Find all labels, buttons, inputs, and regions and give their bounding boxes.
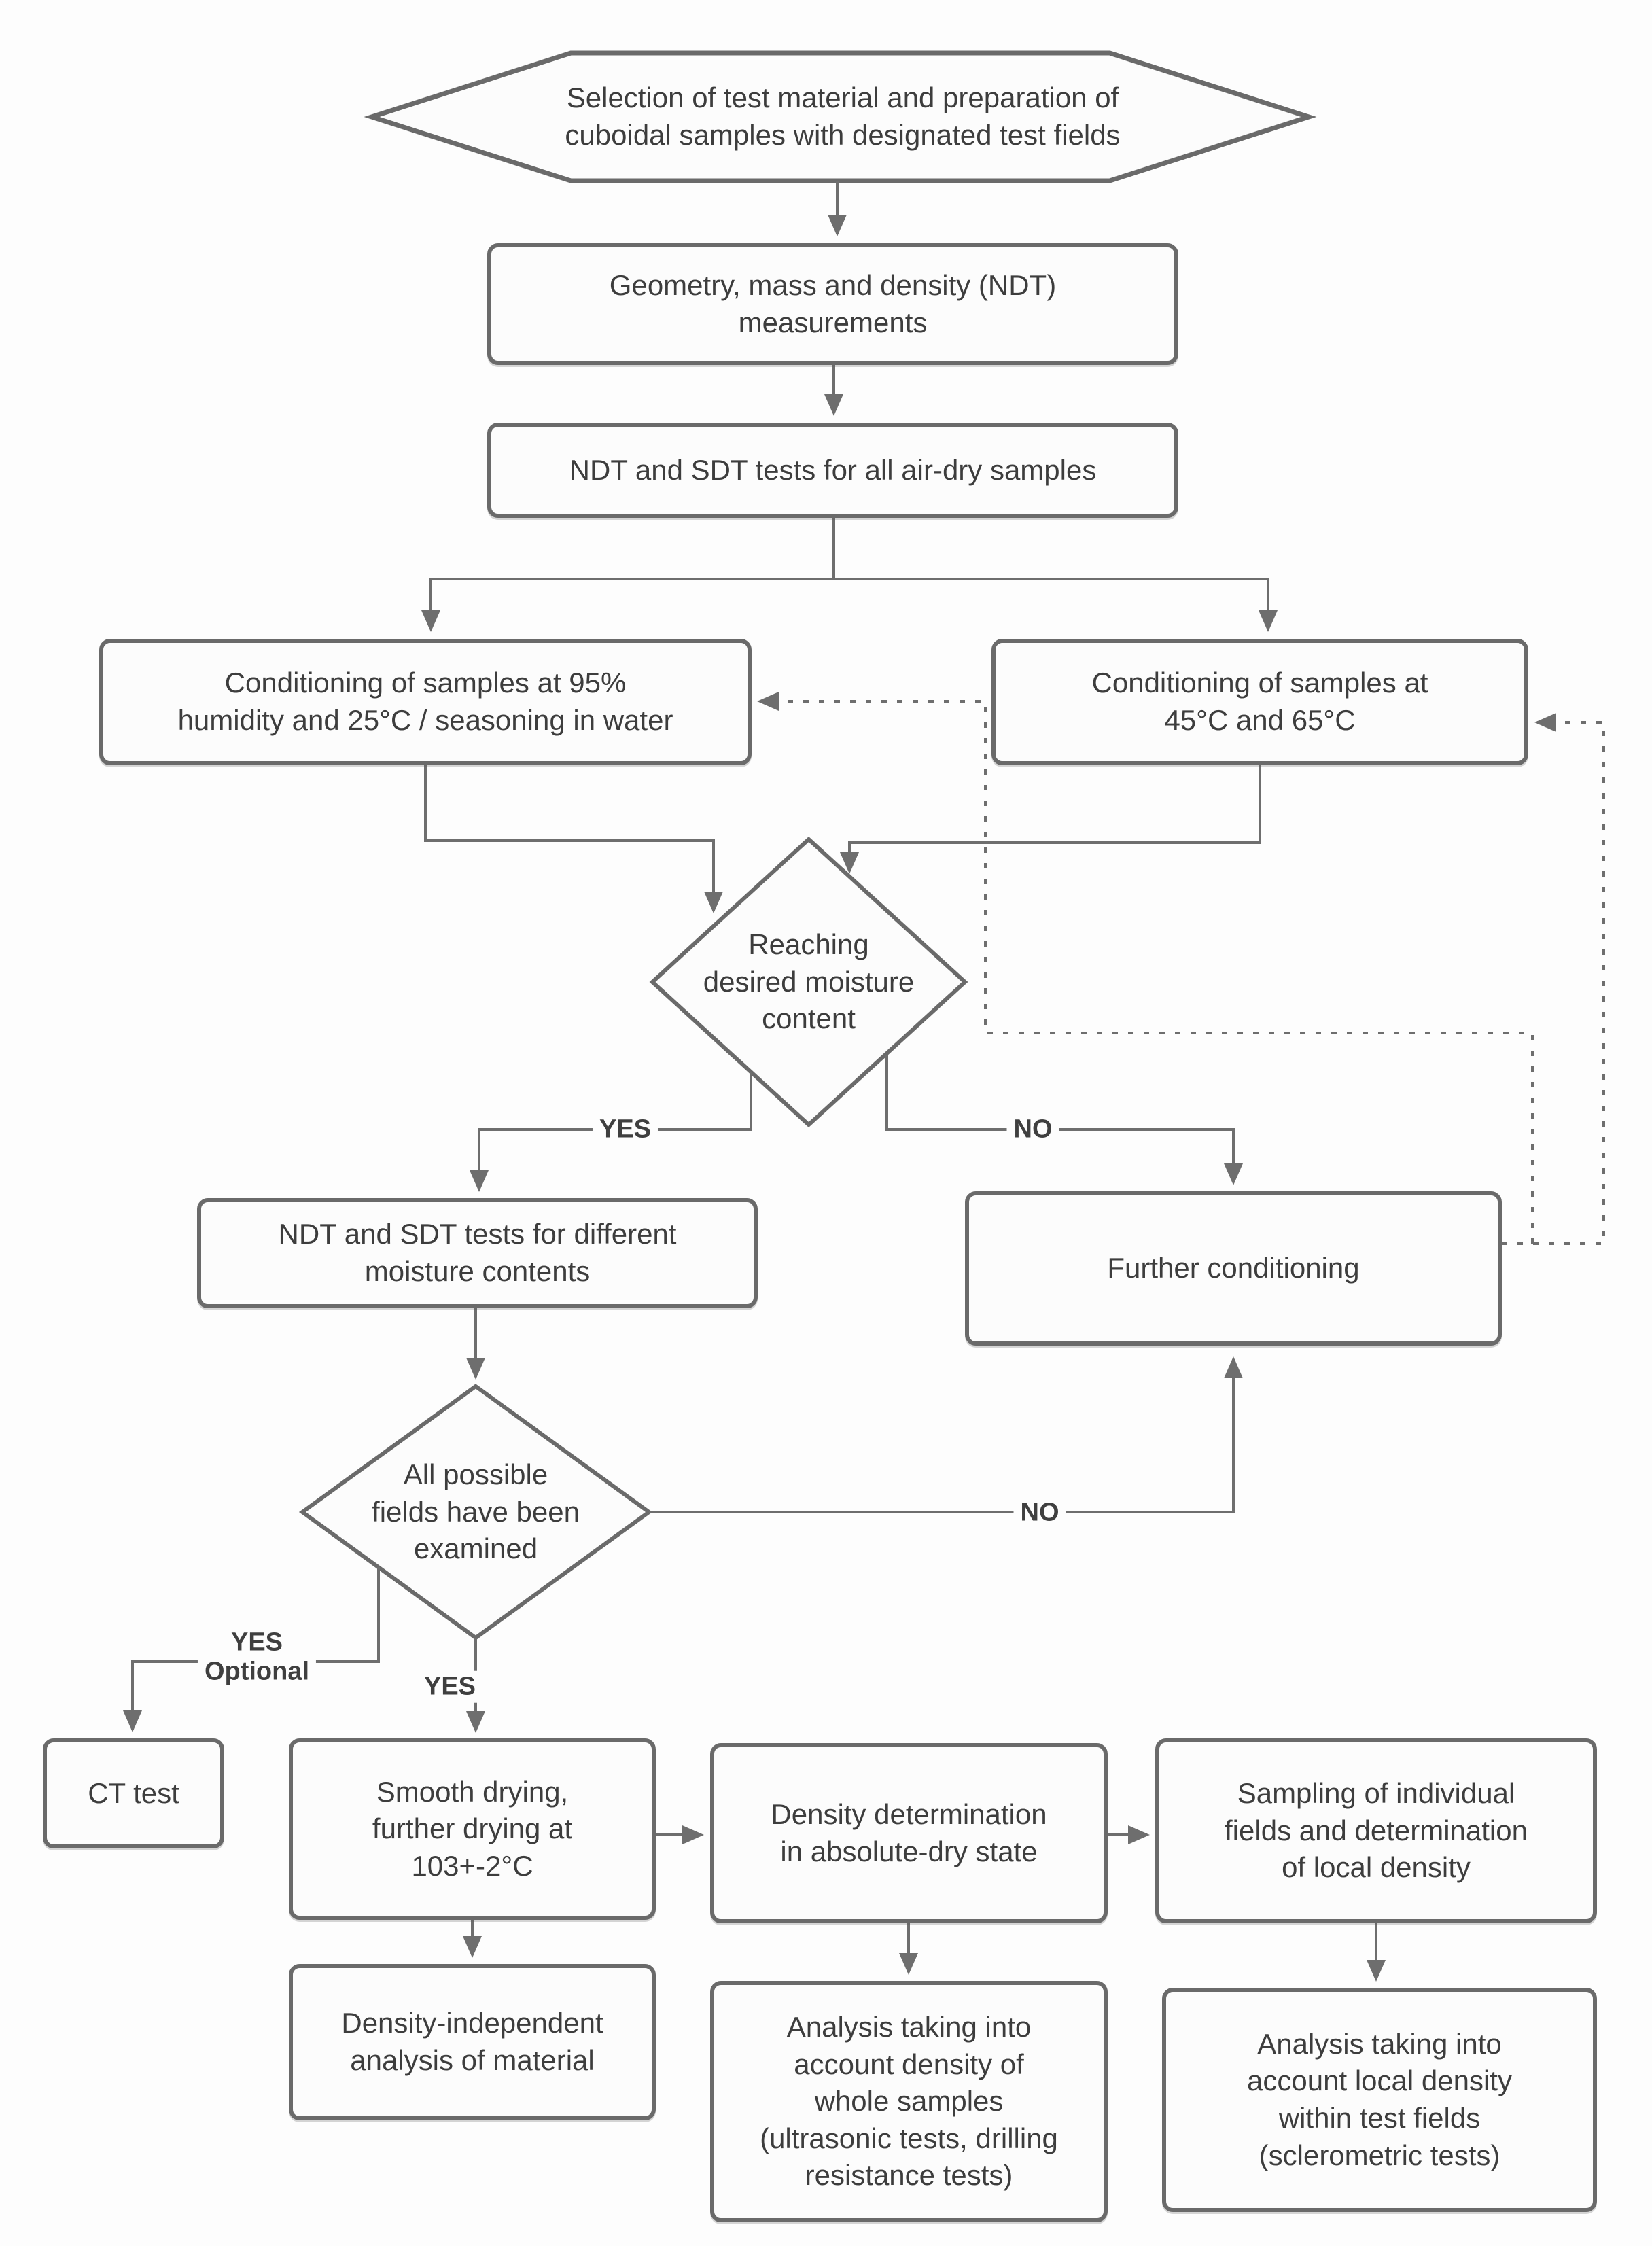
node-conditioning-95: Conditioning of samples at 95% humidity … [99, 639, 752, 765]
edge-branch-to-cond95 [421, 578, 834, 632]
node-analysis-local-density: Analysis taking into account local densi… [1162, 1988, 1597, 2212]
edge-label-no-fields: NO [1013, 1496, 1066, 1529]
node-density-determination: Density determination in absolute-dry st… [710, 1743, 1108, 1923]
edge-label-yes-optional: YES Optional [197, 1626, 317, 1687]
edge-decision2-no-to-further [649, 1356, 1243, 1513]
edge-branch-to-cond4565 [834, 578, 1278, 632]
edge-cond95-to-decision [424, 765, 723, 913]
decision-moisture-label: Reaching desired moisture content [703, 928, 915, 1035]
node-further-conditioning: Further conditioning [965, 1191, 1502, 1346]
edge-decision-no-to-further [885, 1055, 1243, 1185]
start-hexagon-shape [364, 50, 1317, 183]
edge-label-yes-fields: YES [417, 1670, 483, 1703]
node-conditioning-45-65: Conditioning of samples at 45°C and 65°C [991, 639, 1528, 765]
node-density-independent-analysis: Density-independent analysis of material [289, 1964, 656, 2120]
edge-label-yes-moisture: YES [592, 1113, 658, 1146]
decision-fields-label: All possible fields have been examined [372, 1458, 580, 1565]
node-sampling-fields: Sampling of individual fields and determ… [1155, 1738, 1597, 1923]
node-smooth-drying: Smooth drying, further drying at 103+-2°… [289, 1738, 656, 1920]
start-hexagon-label: Selection of test material and preparati… [565, 82, 1121, 151]
edge-label-no-moisture: NO [1006, 1113, 1059, 1146]
node-ct-test: CT test [43, 1738, 224, 1848]
node-ndt-moisture-contents: NDT and SDT tests for different moisture… [197, 1198, 758, 1308]
node-airdry-tests: NDT and SDT tests for all air-dry sample… [487, 423, 1178, 518]
decision-moisture-shape [649, 836, 968, 1128]
node-geometry-measurements: Geometry, mass and density (NDT) measure… [487, 243, 1178, 365]
edge-cond4565-to-decision [840, 765, 1261, 874]
node-analysis-whole-samples: Analysis taking into account density of … [710, 1981, 1108, 2222]
edge-further-to-cond4565-dashed [1502, 713, 1605, 1245]
